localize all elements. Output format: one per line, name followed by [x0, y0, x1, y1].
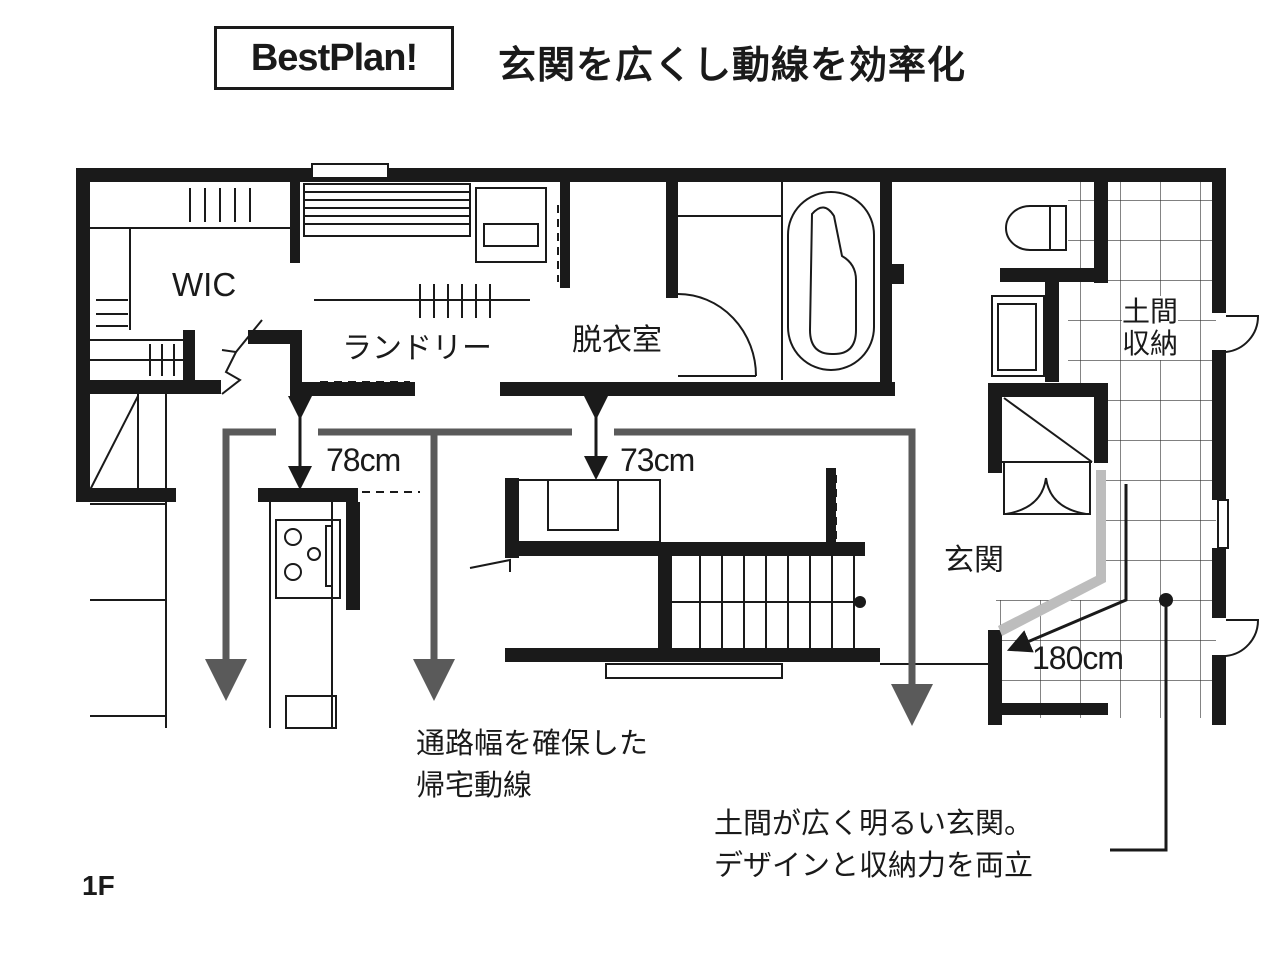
annotation-entrance-line2: デザインと収納力を両立 — [714, 848, 1034, 883]
window-top — [311, 163, 389, 179]
fixtures — [89, 182, 1260, 729]
dashed-lines — [295, 200, 1106, 711]
room-label-dressing: 脱衣室 — [572, 323, 662, 358]
room-label-doma-storage-line2: 収納 — [1122, 327, 1179, 361]
room-label-doma-storage: 土間 収納 — [1122, 295, 1179, 361]
dimension-corridor-1: 78cm — [326, 442, 401, 478]
room-label-doma-storage-line1: 土間 — [1122, 295, 1179, 328]
annotation-return-route-line1: 通路幅を確保した — [416, 726, 649, 760]
leader-line — [1110, 606, 1168, 852]
floor-label: 1F — [82, 870, 115, 901]
dimension-entrance-width: 180cm — [1032, 640, 1124, 676]
room-label-wic: WIC — [172, 266, 237, 303]
page-title: 玄関を広くし動線を効率化 — [498, 43, 967, 87]
annotation-entrance-line1: 土間が広く明るい玄関。 — [714, 806, 1034, 840]
dimension-corridor-2: 73cm — [620, 442, 695, 478]
annotation-return-route-line2: 帰宅動線 — [416, 768, 533, 803]
room-label-laundry: ランドリー — [342, 331, 492, 366]
annotation-return-route: 通路幅を確保した 帰宅動線 — [416, 722, 648, 806]
bestplan-badge: BestPlan! — [214, 26, 454, 90]
glass-partition — [998, 470, 1106, 636]
interior-walls — [76, 168, 1108, 725]
dimension-arrows — [288, 396, 1128, 653]
room-label-entrance: 玄関 — [944, 543, 1004, 578]
return-route-arrows — [205, 428, 933, 726]
annotation-entrance: 土間が広く明るい玄関。 デザインと収納力を両立 — [714, 802, 1033, 886]
